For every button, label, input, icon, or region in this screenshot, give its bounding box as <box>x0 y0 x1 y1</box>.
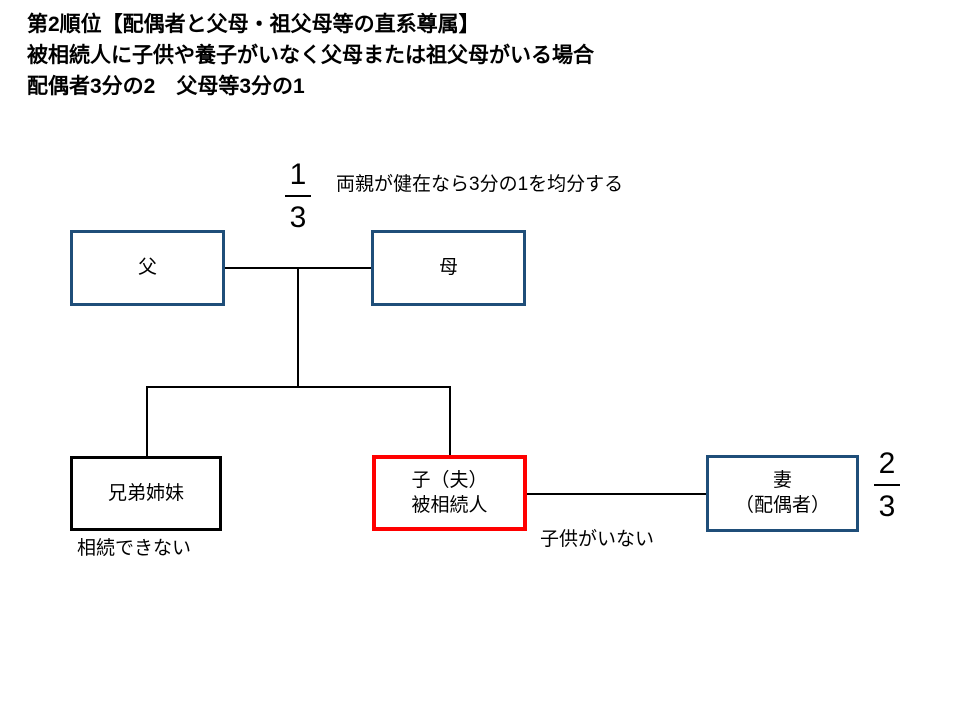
page-title: 第2順位【配偶者と父母・祖父母等の直系尊属】 被相続人に子供や養子がいなく父母ま… <box>27 9 594 102</box>
node-wife-label-line-1: 妻 <box>772 470 792 491</box>
node-mother[interactable]: 母 <box>371 230 526 306</box>
node-child-label-line-1: 子（夫） <box>411 469 488 491</box>
title-line-2: 被相続人に子供や養子がいなく父母または祖父母がいる場合 <box>27 44 594 67</box>
fraction-wife-share: 2 3 <box>866 447 908 524</box>
fraction-parents-bar <box>285 195 311 197</box>
connector-to-child <box>449 386 451 455</box>
node-mother-label: 母 <box>438 257 458 278</box>
node-father[interactable]: 父 <box>70 230 225 306</box>
title-line-1: 第2順位【配偶者と父母・祖父母等の直系尊属】 <box>27 13 480 36</box>
node-child-decedent[interactable]: 子（夫） 被相続人 <box>372 455 527 531</box>
node-siblings[interactable]: 兄弟姉妹 <box>70 456 222 531</box>
title-line-3: 配偶者3分の2 父母等3分の1 <box>27 75 305 98</box>
node-wife-label-line-2: （配偶者） <box>734 495 830 516</box>
connector-to-siblings <box>146 386 148 456</box>
fraction-wife-denominator: 3 <box>878 490 896 523</box>
node-wife-spouse[interactable]: 妻 （配偶者） <box>706 455 859 532</box>
annotation-siblings-note: 相続できない <box>77 538 192 559</box>
fraction-parents-share: 1 3 <box>277 158 319 235</box>
node-siblings-label: 兄弟姉妹 <box>107 482 184 504</box>
fraction-parents-denominator: 3 <box>289 201 307 234</box>
node-child-label-line-2: 被相続人 <box>411 494 488 516</box>
fraction-wife-bar <box>874 484 900 486</box>
node-father-label: 父 <box>137 257 157 278</box>
connector-parents-to-children-bar <box>297 267 299 387</box>
connector-children-bar <box>146 386 450 388</box>
fraction-wife-numerator: 2 <box>878 447 896 480</box>
fraction-parents-numerator: 1 <box>289 158 307 191</box>
connector-child-wife <box>527 493 706 495</box>
annotation-child-note: 子供がいない <box>540 529 655 550</box>
annotation-parents-note: 両親が健在なら3分の1を均分する <box>336 174 624 195</box>
